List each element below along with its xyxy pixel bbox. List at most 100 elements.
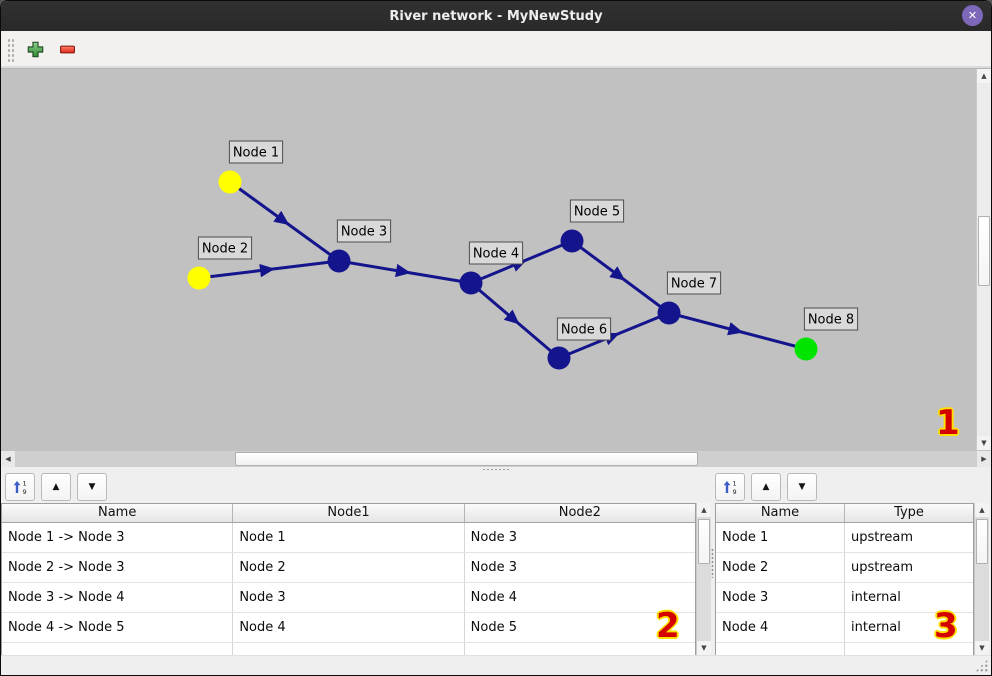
add-button[interactable] bbox=[22, 37, 48, 63]
table-row[interactable]: Node 1 upstream bbox=[716, 523, 973, 553]
canvas-hscroll-thumb[interactable] bbox=[235, 452, 698, 466]
nodes-move-up-button[interactable]: ▲ bbox=[751, 473, 781, 501]
table-cell[interactable]: Node 3 bbox=[233, 583, 465, 612]
table-cell[interactable]: Node 2 bbox=[233, 553, 465, 582]
table-cell[interactable]: Node 1 -> Node 3 bbox=[2, 523, 234, 552]
network-edge[interactable] bbox=[558, 311, 670, 360]
links-vscroll-thumb[interactable] bbox=[698, 519, 710, 564]
toolbar-drag-handle[interactable] bbox=[7, 37, 14, 62]
links-sort-button[interactable]: 1 9 bbox=[5, 473, 35, 501]
network-edge[interactable] bbox=[229, 180, 340, 263]
table-cell[interactable]: Node 4 -> Node 5 bbox=[2, 613, 234, 642]
scroll-down-button[interactable]: ▼ bbox=[975, 641, 989, 655]
scroll-down-button[interactable]: ▼ bbox=[977, 436, 991, 450]
nodes-table-vscrollbar[interactable]: ▲ ▼ bbox=[974, 503, 989, 655]
nodes-vscroll-thumb[interactable] bbox=[976, 519, 988, 564]
scroll-down-button[interactable]: ▼ bbox=[697, 641, 711, 655]
nodes-move-down-button[interactable]: ▼ bbox=[787, 473, 817, 501]
table-row[interactable]: Node 3 internal bbox=[716, 583, 973, 613]
table-cell[interactable]: internal bbox=[851, 590, 901, 605]
links-table-vscrollbar[interactable]: ▲ ▼ bbox=[696, 503, 711, 655]
table-cell[interactable]: Node 4 bbox=[716, 613, 845, 642]
network-node[interactable] bbox=[327, 249, 351, 273]
table-cell[interactable]: Node 3 bbox=[470, 530, 517, 545]
canvas-vscrollbar[interactable]: ▲ ▼ bbox=[976, 69, 991, 450]
network-edge[interactable] bbox=[668, 311, 807, 351]
table-row[interactable]: Node 4 internal bbox=[716, 613, 973, 643]
column-header[interactable]: Name bbox=[2, 504, 234, 522]
network-edge[interactable] bbox=[571, 239, 670, 315]
table-cell[interactable]: Node 5 bbox=[470, 620, 517, 635]
plus-icon bbox=[27, 41, 43, 58]
node-label: Node 8 bbox=[803, 307, 859, 331]
table-cell[interactable]: Node 3 bbox=[470, 560, 517, 575]
status-bar bbox=[1, 655, 991, 675]
table-cell[interactable]: upstream bbox=[851, 530, 914, 545]
scroll-up-button[interactable]: ▲ bbox=[977, 69, 991, 83]
network-edge[interactable] bbox=[198, 259, 340, 280]
network-edge[interactable] bbox=[470, 281, 560, 360]
network-edge[interactable] bbox=[338, 259, 472, 285]
column-header[interactable]: Type bbox=[894, 505, 924, 520]
scroll-right-button[interactable]: ▶ bbox=[977, 451, 991, 467]
minus-icon bbox=[59, 45, 75, 54]
table-cell[interactable]: Node 2 bbox=[716, 553, 845, 582]
node-label: Node 4 bbox=[468, 241, 524, 265]
links-move-up-button[interactable]: ▲ bbox=[41, 473, 71, 501]
column-header[interactable]: Node2 bbox=[558, 505, 601, 520]
network-node[interactable] bbox=[794, 337, 818, 361]
network-node[interactable] bbox=[657, 301, 681, 325]
table-cell[interactable]: Node 3 bbox=[716, 583, 845, 612]
network-node[interactable] bbox=[218, 170, 242, 194]
resize-grip[interactable] bbox=[975, 659, 988, 672]
title-bar[interactable]: River network - MyNewStudy ✕ bbox=[1, 1, 991, 31]
scroll-left-button[interactable]: ◀ bbox=[1, 451, 15, 467]
table-cell[interactable]: internal bbox=[851, 620, 901, 635]
network-node[interactable] bbox=[459, 271, 483, 295]
network-node[interactable] bbox=[547, 346, 571, 370]
close-button[interactable]: ✕ bbox=[962, 5, 983, 26]
node-label: Node 1 bbox=[228, 140, 284, 164]
scroll-up-button[interactable]: ▲ bbox=[697, 503, 711, 517]
table-cell[interactable]: upstream bbox=[851, 560, 914, 575]
table-cell[interactable]: Node 3 -> Node 4 bbox=[2, 583, 234, 612]
network-node[interactable] bbox=[560, 229, 584, 253]
sort-icon: 1 9 bbox=[13, 480, 27, 495]
canvas-hscrollbar[interactable]: ◀ ▶ bbox=[1, 450, 991, 467]
remove-button[interactable] bbox=[54, 37, 80, 63]
window-title: River network - MyNewStudy bbox=[389, 8, 603, 24]
table-panel-separator[interactable] bbox=[711, 503, 715, 655]
table-row[interactable]: Node 2 upstream bbox=[716, 553, 973, 583]
table-toolbars: 1 9 ▲ ▼ 1 9 ▲ ▼ bbox=[1, 472, 991, 503]
canvas-vscroll-thumb[interactable] bbox=[978, 216, 990, 286]
table-cell[interactable]: Node 4 bbox=[470, 590, 517, 605]
table-cell[interactable]: Node 1 bbox=[233, 523, 465, 552]
annotation-1: 1 bbox=[936, 403, 960, 443]
table-cell[interactable]: Node 4 bbox=[233, 613, 465, 642]
table-cell[interactable]: Node 2 -> Node 3 bbox=[2, 553, 234, 582]
scroll-up-button[interactable]: ▲ bbox=[975, 503, 989, 517]
network-node[interactable] bbox=[187, 266, 211, 290]
canvas-vscroll-track[interactable] bbox=[977, 83, 991, 436]
table-cell[interactable]: Node 1 bbox=[716, 523, 845, 552]
links-move-down-button[interactable]: ▼ bbox=[77, 473, 107, 501]
table-row-partial bbox=[716, 643, 973, 655]
column-header[interactable]: Node1 bbox=[233, 504, 465, 522]
column-header[interactable]: Name bbox=[716, 504, 845, 522]
up-triangle-icon: ▲ bbox=[52, 482, 60, 492]
svg-text:Node 1: Node 1 bbox=[233, 146, 279, 161]
nodes-sort-button[interactable]: 1 9 bbox=[715, 473, 745, 501]
pane-splitter[interactable] bbox=[1, 467, 991, 472]
svg-text:Node 6: Node 6 bbox=[561, 323, 607, 338]
